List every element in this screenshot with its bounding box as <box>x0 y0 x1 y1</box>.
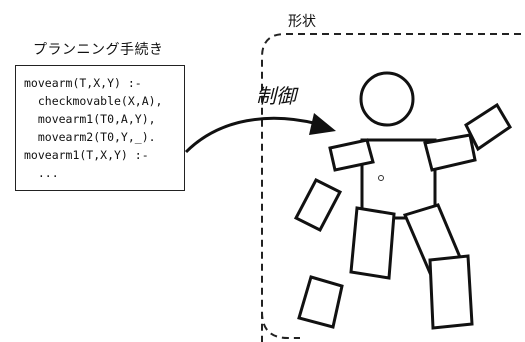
code-line: ... <box>24 166 59 180</box>
planning-procedure-title: プランニング手続き <box>33 42 164 58</box>
robot-left-lower-leg <box>297 275 344 329</box>
robot-right-lower-arm <box>464 102 513 152</box>
shape-frame <box>261 33 521 342</box>
robot-right-lower-leg <box>428 254 474 330</box>
robot-left-upper-leg <box>349 206 396 280</box>
shape-frame-bottom <box>261 311 300 339</box>
robot-left-upper-arm <box>328 138 375 172</box>
control-arrow <box>184 116 319 154</box>
shape-title: 形状 <box>288 14 316 30</box>
robot-figure <box>293 71 513 330</box>
robot-head <box>359 71 415 127</box>
code-line: movearm1(T,X,Y) :- <box>24 148 149 162</box>
control-label: 制御 <box>256 84 296 108</box>
code-line: movearm2(T0,Y,_). <box>24 130 156 144</box>
torso-mark <box>378 175 384 181</box>
code-box: movearm(T,X,Y) :- checkmovable(X,A), mov… <box>15 65 185 191</box>
code-line: checkmovable(X,A), <box>24 94 163 108</box>
code-line: movearm1(T0,A,Y), <box>24 112 156 126</box>
arrow-head <box>309 113 336 135</box>
robot-torso <box>360 138 437 220</box>
robot-right-upper-arm <box>423 133 477 172</box>
robot-left-lower-arm <box>293 178 343 232</box>
code-line: movearm(T,X,Y) :- <box>24 76 142 90</box>
